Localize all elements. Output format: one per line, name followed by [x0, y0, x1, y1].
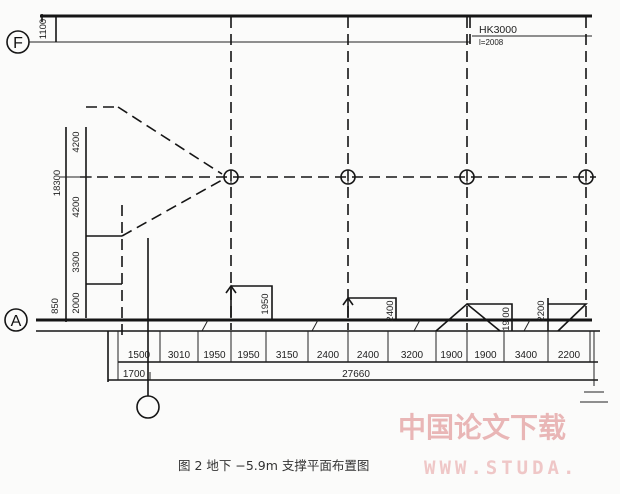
axis-bubble-f: F: [6, 30, 54, 54]
watermark-url: WWW.STUDA.: [424, 457, 578, 479]
dim-3300: 3300: [71, 251, 82, 272]
strut-4-bracket: [548, 303, 588, 332]
column-nodes: [223, 169, 594, 185]
top-band: 1100: [38, 14, 592, 43]
bottom-dim-label: 2400: [357, 350, 380, 361]
column-node-1: [223, 169, 239, 185]
dim-1100: 1100: [38, 19, 49, 39]
dim-850: 850: [50, 298, 61, 314]
bottom-dim-label: 1900: [474, 350, 497, 361]
bottom-row1-labels: 1500 3010 1950 1950 3150 2400 2400 3200 1900 1900…: [128, 350, 581, 361]
beam-label-group: HK3000 l=2008: [472, 24, 592, 47]
strut-3-chevron: [435, 302, 501, 332]
vertical-supports: [230, 17, 587, 330]
dim-2000: 2000: [71, 292, 82, 313]
wall-lines: [36, 318, 600, 332]
strut-3-bracket: [467, 303, 513, 331]
strut-dim-1900: 19.00: [501, 307, 512, 331]
dim-1700: 1700: [123, 369, 146, 380]
column-node-4: [578, 169, 594, 185]
bottom-row2-labels: 1700 27660: [123, 369, 370, 380]
axis-label-a: A: [11, 313, 22, 330]
strut-dim-1950: 1950: [260, 293, 271, 314]
strut-labels: 1950 2400 19.00 2200: [260, 293, 547, 330]
dim-4200-lower: 4200: [71, 196, 82, 217]
dim-27660: 27660: [342, 369, 370, 380]
strut-dim-2400: 2400: [385, 300, 396, 321]
strut-dim-2200: 2200: [536, 300, 547, 321]
brace-lower: [121, 179, 223, 237]
bottom-dim-label: 1950: [203, 350, 226, 361]
strut-1-bracket: [231, 285, 273, 320]
watermark-text: 中国论文下载: [398, 411, 566, 444]
left-dimension-chain: 18300 4200 4200 3300 2000 850: [50, 127, 122, 322]
dim-18300: 18300: [52, 170, 63, 196]
dim-4200-upper: 4200: [71, 131, 82, 152]
bottom-dim-label: 3010: [168, 350, 191, 361]
beam-label-name: HK3000: [479, 24, 517, 36]
bottom-dim-label: 1950: [237, 350, 260, 361]
bottom-dimension-chain: [107, 331, 608, 403]
column-node-3: [459, 169, 475, 185]
bottom-column-bubble: [136, 395, 160, 419]
figure-caption: 图 2 地下 −5.9m 支撑平面布置图: [178, 458, 369, 473]
strut-brackets: [201, 284, 588, 332]
bottom-dim-label: 2200: [558, 350, 581, 361]
beam-label-spec: l=2008: [479, 38, 504, 47]
axis-bubble-a: A: [4, 308, 28, 332]
diagonal-braces: [86, 106, 223, 340]
strut-2-bracket: [348, 297, 397, 320]
bottom-dim-label: 1500: [128, 350, 151, 361]
bottom-dim-label: 2400: [317, 350, 340, 361]
brace-upper: [117, 106, 223, 175]
bottom-dim-label: 1900: [440, 350, 463, 361]
bottom-dim-label: 3400: [515, 350, 538, 361]
axis-label-f: F: [13, 35, 23, 52]
column-node-2: [340, 169, 356, 185]
bottom-dim-label: 3150: [276, 350, 299, 361]
bottom-dim-label: 3200: [401, 350, 424, 361]
